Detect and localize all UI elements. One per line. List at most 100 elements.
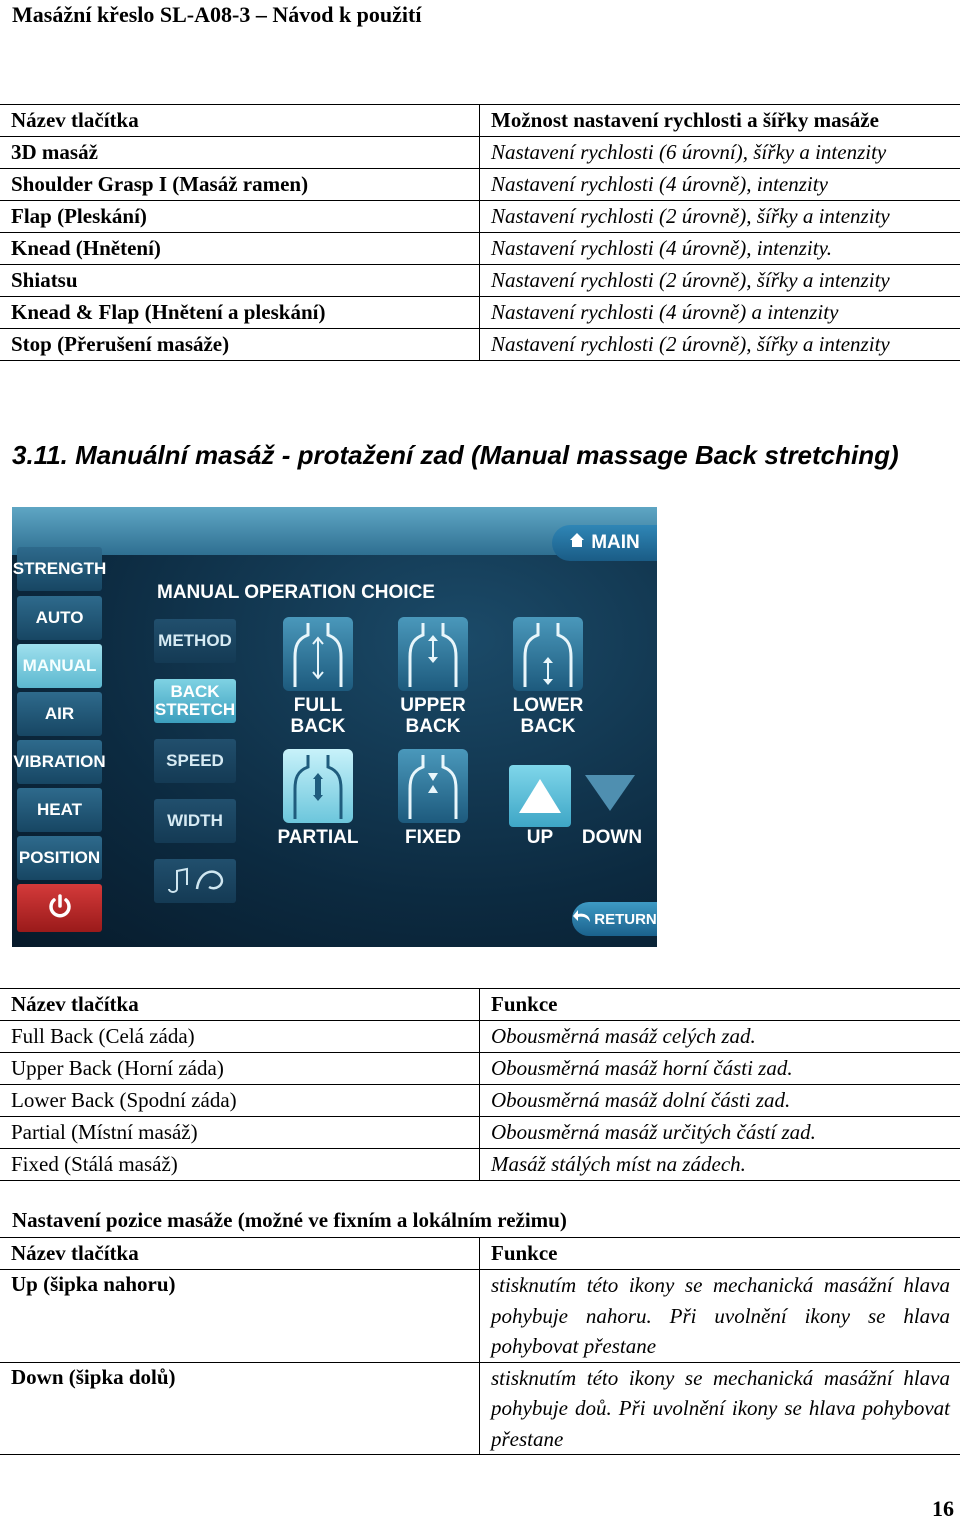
back-outline-icon: [398, 755, 468, 827]
table-cell: Obousměrná masáž horní části zad.: [479, 1052, 960, 1085]
document-header: Masážní křeslo SL-A08-3 – Návod k použit…: [12, 2, 422, 27]
full-back-label: FULL BACK: [290, 695, 346, 737]
option-width[interactable]: WIDTH: [154, 799, 236, 843]
upper-back-label: UPPER BACK: [400, 695, 466, 737]
table-cell: Partial (Místní masáž): [0, 1116, 480, 1149]
table-header-row: Název tlačítka Funkce: [0, 988, 960, 1021]
partial-button[interactable]: [283, 749, 353, 823]
table-row: Lower Back (Spodní záda)Obousměrná masáž…: [0, 1084, 960, 1117]
table-header-row: Název tlačítka Možnost nastavení rychlos…: [0, 104, 960, 137]
option-music[interactable]: [154, 859, 236, 903]
side-button-vibration[interactable]: VIBRATION: [13, 740, 106, 784]
section-title: 3.11. Manuální masáž - protažení zad (Ma…: [12, 440, 899, 470]
side-button-manual[interactable]: MANUAL: [17, 644, 102, 688]
table-row: Up (šipka nahoru) stisknutím této ikony …: [0, 1269, 960, 1362]
table-cell: Up (šipka nahoru): [0, 1269, 480, 1362]
lower-back-label: LOWER BACK: [512, 695, 584, 737]
table-cell: Knead (Hnětení): [0, 232, 480, 265]
side-button-strength[interactable]: STRENGTH: [13, 547, 106, 591]
up-button[interactable]: [509, 765, 571, 827]
table-cell: Obousměrná masáž celých zad.: [479, 1020, 960, 1053]
table-row: Knead & Flap (Hnětení a pleskání)Nastave…: [0, 296, 960, 329]
back-outline-icon: [283, 755, 353, 827]
table-cell: stisknutím této ikony se mechanická masá…: [479, 1361, 960, 1455]
table-row: Upper Back (Horní záda)Obousměrná masáž …: [0, 1052, 960, 1085]
up-label: UP: [526, 827, 554, 848]
back-outline-icon: [513, 623, 583, 695]
fixed-button[interactable]: [398, 749, 468, 823]
screen-top-bar: [12, 507, 657, 555]
table-row: Knead (Hnětení)Nastavení rychlosti (4 úr…: [0, 232, 960, 265]
side-button-heat[interactable]: HEAT: [17, 788, 102, 832]
table-header-cell: Název tlačítka: [0, 988, 480, 1021]
option-speed[interactable]: SPEED: [154, 739, 236, 783]
option-method[interactable]: METHOD: [154, 619, 236, 663]
down-label: DOWN: [581, 827, 643, 848]
table-cell: Nastavení rychlosti (4 úrovně), intenzit…: [479, 232, 960, 265]
side-button-auto[interactable]: AUTO: [17, 596, 102, 640]
control-screen: MAIN STRENGTH AUTO MANUAL AIR VIBRATION …: [12, 507, 657, 947]
table-cell: Obousměrná masáž určitých částí zad.: [479, 1116, 960, 1149]
down-button[interactable]: [579, 765, 641, 827]
page-number: 16: [932, 1496, 954, 1521]
table-cell: Stop (Přerušení masáže): [0, 328, 480, 361]
return-button[interactable]: RETURN: [572, 902, 657, 936]
main-button[interactable]: MAIN: [552, 525, 657, 561]
table-cell: Nastavení rychlosti (2 úrovně), šířky a …: [479, 328, 960, 361]
table-cell: Nastavení rychlosti (2 úrovně), šířky a …: [479, 200, 960, 233]
table-cell: Obousměrná masáž dolní části zad.: [479, 1084, 960, 1117]
upper-back-button[interactable]: [398, 617, 468, 691]
table-header-cell: Možnost nastavení rychlosti a šířky masá…: [479, 104, 960, 137]
position-table: Název tlačítka Funkce Up (šipka nahoru) …: [0, 1237, 960, 1455]
music-icon: [163, 861, 227, 901]
function-table: Název tlačítka Funkce Full Back (Celá zá…: [0, 988, 960, 1181]
table-cell: Full Back (Celá záda): [0, 1020, 480, 1053]
speed-width-table: Název tlačítka Možnost nastavení rychlos…: [0, 104, 960, 361]
table-cell: 3D masáž: [0, 136, 480, 169]
table-row: Down (šipka dolů) stisknutím této ikony …: [0, 1361, 960, 1455]
table-cell: Shiatsu: [0, 264, 480, 297]
main-button-label: MAIN: [591, 532, 640, 553]
power-icon: [46, 892, 74, 925]
table-row: Partial (Místní masáž)Obousměrná masáž u…: [0, 1116, 960, 1149]
table-cell: stisknutím této ikony se mechanická masá…: [479, 1269, 960, 1362]
table-row: Fixed (Stálá masáž)Masáž stálých míst na…: [0, 1148, 960, 1181]
table-cell: Nastavení rychlosti (4 úrovně) a intenzi…: [479, 296, 960, 329]
table-cell: Nastavení rychlosti (6 úrovní), šířky a …: [479, 136, 960, 169]
full-back-button[interactable]: [283, 617, 353, 691]
back-outline-icon: [283, 623, 353, 695]
table-header-cell: Funkce: [479, 988, 960, 1021]
table-row: Full Back (Celá záda)Obousměrná masáž ce…: [0, 1020, 960, 1053]
home-icon: [569, 532, 585, 554]
table-cell: Lower Back (Spodní záda): [0, 1084, 480, 1117]
table-cell: Knead & Flap (Hnětení a pleskání): [0, 296, 480, 329]
fixed-label: FIXED: [405, 827, 461, 848]
table-row: Flap (Pleskání)Nastavení rychlosti (2 úr…: [0, 200, 960, 233]
partial-label: PARTIAL: [277, 827, 359, 848]
table-header-cell: Název tlačítka: [0, 104, 480, 137]
table-header-cell: Funkce: [479, 1237, 960, 1270]
return-arrow-icon: [572, 909, 592, 929]
table-cell: Flap (Pleskání): [0, 200, 480, 233]
table-cell: Fixed (Stálá masáž): [0, 1148, 480, 1181]
table-cell: Nastavení rychlosti (2 úrovně), šířky a …: [479, 264, 960, 297]
side-button-air[interactable]: AIR: [17, 692, 102, 736]
table-row: Stop (Přerušení masáže)Nastavení rychlos…: [0, 328, 960, 361]
triangle-up-icon: [509, 779, 571, 831]
manual-operation-heading: MANUAL OPERATION CHOICE: [157, 582, 435, 603]
position-subheading: Nastavení pozice masáže (možné ve fixním…: [12, 1208, 567, 1232]
power-button[interactable]: [17, 884, 102, 932]
table-cell: Nastavení rychlosti (4 úrovně), intenzit…: [479, 168, 960, 201]
triangle-down-icon: [579, 775, 641, 831]
back-outline-icon: [398, 623, 468, 695]
return-label: RETURN: [594, 910, 657, 928]
table-cell: Upper Back (Horní záda): [0, 1052, 480, 1085]
side-button-position[interactable]: POSITION: [17, 836, 102, 880]
table-header-row: Název tlačítka Funkce: [0, 1237, 960, 1270]
lower-back-button[interactable]: [513, 617, 583, 691]
option-back-stretch[interactable]: BACK STRETCH: [154, 679, 236, 723]
table-row: Shoulder Grasp I (Masáž ramen)Nastavení …: [0, 168, 960, 201]
table-cell: Masáž stálých míst na zádech.: [479, 1148, 960, 1181]
